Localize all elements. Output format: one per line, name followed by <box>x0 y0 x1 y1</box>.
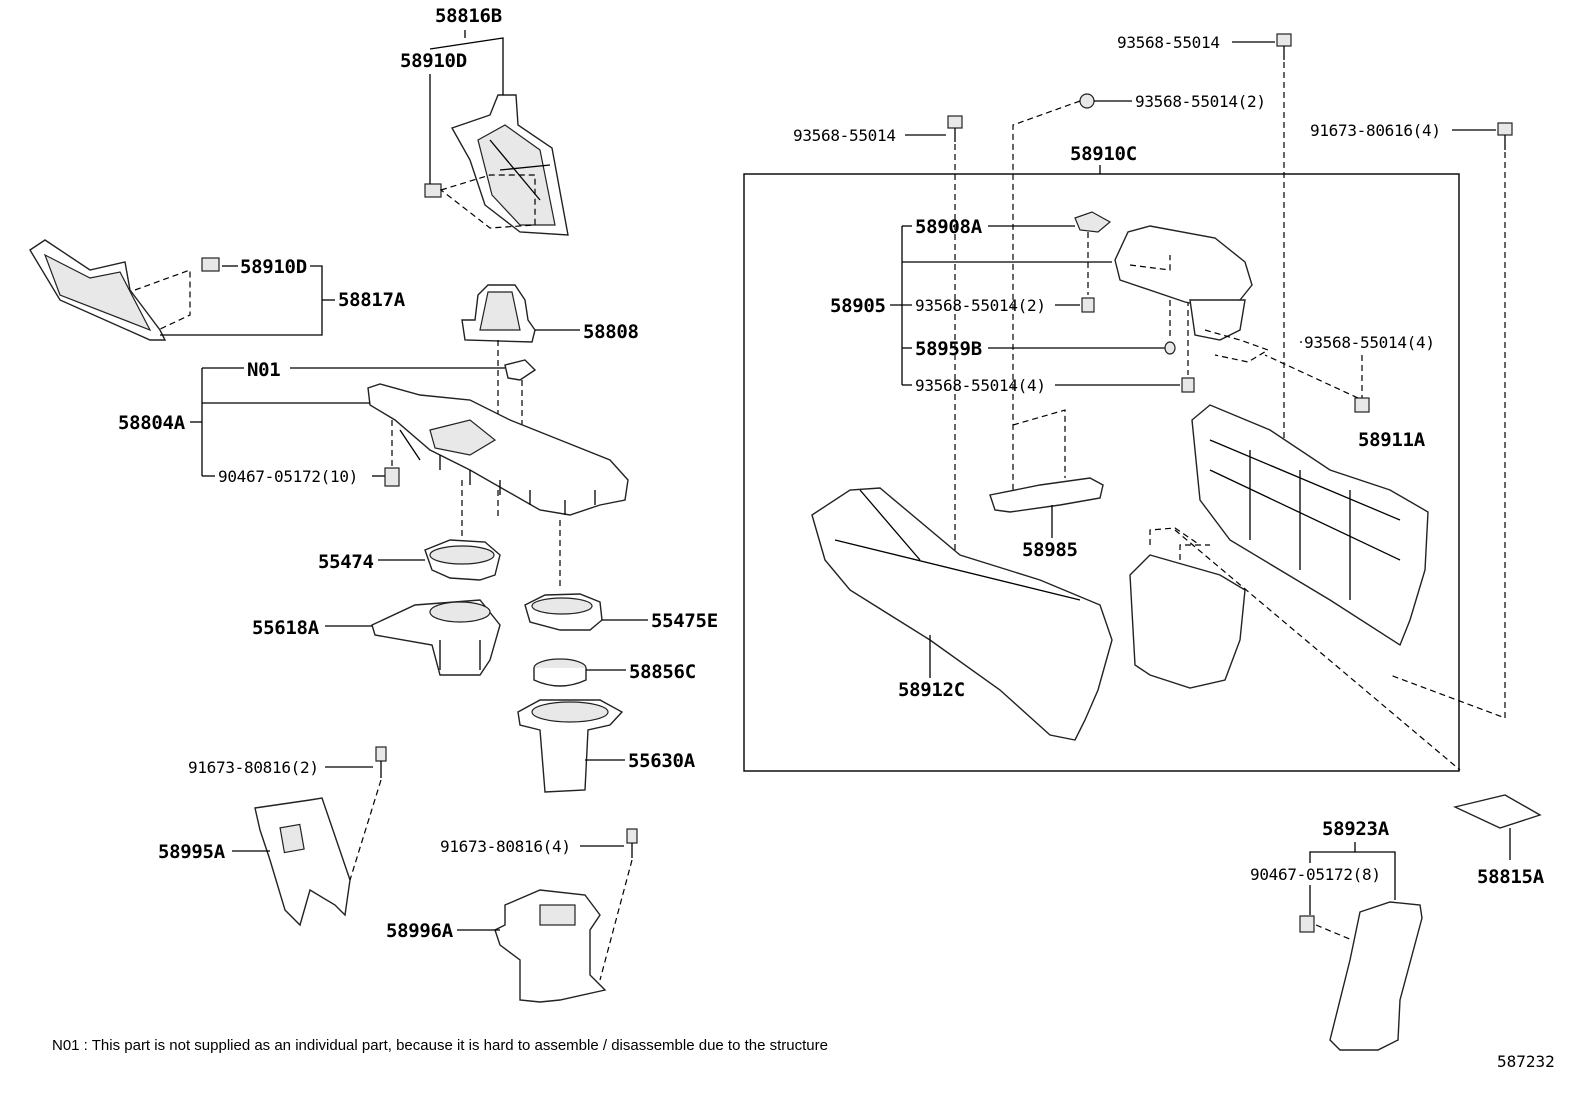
clip-58910D-mid <box>201 257 220 272</box>
label-58808: 58808 <box>583 321 639 343</box>
label-58804A: 58804A <box>118 412 186 434</box>
part-55474-drawing <box>424 539 501 581</box>
part-58817A-drawing <box>29 239 167 341</box>
label-93568-55014-4-inner: 93568-55014(4) <box>915 376 1046 395</box>
part-58905-armrest-drawing <box>1114 225 1270 363</box>
part-58816B-drawing <box>450 94 569 236</box>
label-90467-05172-8: 90467-05172(8) <box>1250 865 1381 884</box>
label-93568-55014-2-top: 93568-55014(2) <box>1135 92 1266 111</box>
part-55618A-drawing <box>371 599 501 676</box>
label-58959B: 58959B <box>915 338 982 360</box>
part-55475E-drawing <box>524 593 603 631</box>
label-58910D-top: 58910D <box>400 50 467 72</box>
bolt-93568-4-inner <box>1181 377 1195 393</box>
part-58908A-bracket-drawing <box>1074 211 1112 233</box>
part-58856C-drawing <box>533 658 587 687</box>
label-58815A: 58815A <box>1477 866 1545 888</box>
footnote-N01: N01 : This part is not supplied as an in… <box>52 1037 828 1054</box>
part-58808-drawing <box>461 284 536 343</box>
clip-90467-8 <box>1299 915 1315 933</box>
part-58923A-drawing <box>1329 901 1423 1051</box>
label-58817A: 58817A <box>338 289 406 311</box>
label-55630A: 55630A <box>628 750 696 772</box>
label-91673-80616-4: 91673-80616(4) <box>1310 121 1441 140</box>
part-58815A-drawing <box>1452 794 1542 829</box>
bolt-91673-80616 <box>1497 122 1513 136</box>
label-58910C: 58910C <box>1070 143 1137 165</box>
label-58923A: 58923A <box>1322 818 1390 840</box>
label-58911A: 58911A <box>1358 429 1426 451</box>
part-storage-bin-drawing <box>1129 527 1246 689</box>
clip-58959B <box>1164 341 1176 355</box>
label-91673-80816-2: 91673-80816(2) <box>188 758 319 777</box>
part-58804A-drawing <box>367 359 629 516</box>
figure-number: 587232 <box>1497 1052 1555 1071</box>
bolt-93568-2-inner <box>1081 297 1095 313</box>
part-58911A-drawing <box>1191 404 1429 647</box>
bolt-91673-2 <box>375 746 387 762</box>
label-58816B: 58816B <box>435 5 502 27</box>
label-90467-05172-10: 90467-05172(10) <box>218 467 358 486</box>
label-93568-55014-4-right: 93568-55014(4) <box>1304 333 1435 352</box>
assembly-box-58910C <box>743 173 1460 772</box>
bolt-93568-4-right <box>1354 397 1370 413</box>
label-58985: 58985 <box>1022 539 1078 561</box>
label-58905: 58905 <box>830 295 886 317</box>
bolt-91673-4 <box>626 828 638 844</box>
label-N01: N01 <box>247 359 280 381</box>
clip-90467-10 <box>384 467 400 487</box>
bolt-93568-left <box>947 115 963 129</box>
label-58856C: 58856C <box>629 661 696 683</box>
clip-58910D-top <box>424 183 442 198</box>
label-58912C: 58912C <box>898 679 965 701</box>
label-58995A: 58995A <box>158 841 226 863</box>
label-58910D-mid: 58910D <box>240 256 307 278</box>
part-55630A-drawing <box>517 699 624 793</box>
label-58996A: 58996A <box>386 920 454 942</box>
part-58985-drawing <box>989 477 1104 513</box>
nut-93568-2-top <box>1079 93 1095 109</box>
label-55474: 55474 <box>318 551 374 573</box>
label-93568-55014-left: 93568-55014 <box>793 126 896 145</box>
part-58996A-drawing <box>494 889 607 1003</box>
label-93568-55014-top: 93568-55014 <box>1117 33 1220 52</box>
label-93568-55014-2-inner: 93568-55014(2) <box>915 296 1046 315</box>
part-58912C-drawing <box>811 487 1113 741</box>
label-91673-80816-4: 91673-80816(4) <box>440 837 571 856</box>
bolt-93568-top <box>1276 33 1292 47</box>
label-55475E: 55475E <box>651 610 718 632</box>
part-58995A-drawing <box>254 797 351 927</box>
label-58908A: 58908A <box>915 216 983 238</box>
label-55618A: 55618A <box>252 617 320 639</box>
